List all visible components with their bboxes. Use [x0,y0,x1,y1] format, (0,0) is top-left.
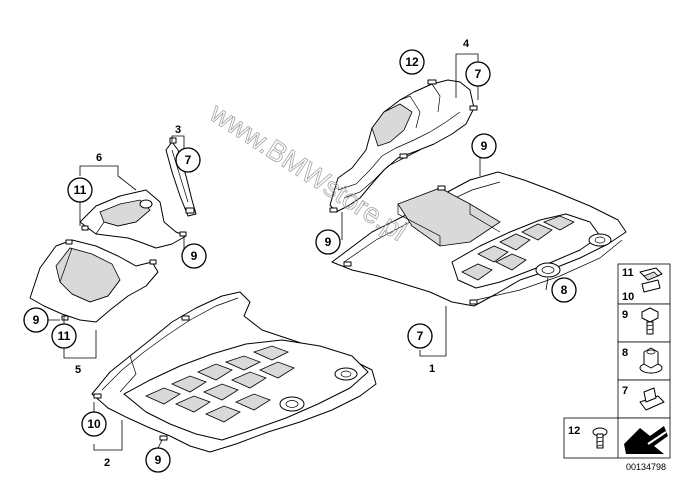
label-part-1: 1 [429,363,435,375]
callout-7-part1: 7 [407,323,433,349]
label-part-4: 4 [463,38,470,50]
part-6-heat-shield [79,189,187,249]
svg-text:11: 11 [74,183,87,197]
svg-text:9: 9 [481,139,488,153]
label-part-2: 2 [104,457,110,469]
svg-text:7: 7 [475,67,482,81]
callout-7-part4: 7 [465,61,491,87]
callout-9-part4: 9 [315,229,341,255]
part-1-underbody-panel [331,171,627,307]
legend-label-12: 12 [568,425,580,437]
legend-label-11: 11 [622,267,634,279]
hex-screw-icon [641,307,659,335]
label-part-3: 3 [175,124,181,136]
svg-text:8: 8 [561,283,568,297]
svg-text:9: 9 [325,235,332,249]
flange-nut-icon [639,347,663,374]
leader-lines [40,53,549,451]
svg-text:10: 10 [87,417,101,431]
callout-9-part3: 9 [181,243,207,269]
legend-label-9: 9 [622,309,628,321]
spring-clip-icon [639,387,665,411]
label-part-5: 5 [75,364,81,376]
callout-7-part3: 7 [175,147,201,173]
svg-text:9: 9 [33,313,40,327]
callout-10: 10 [81,411,107,437]
fastener-legend: 11 10 9 8 7 12 [563,263,671,459]
legend-label-7: 7 [622,385,628,397]
callout-11-part6: 11 [67,177,93,203]
clip-nut-icon [639,267,663,293]
direction-arrow-icon [624,426,668,454]
callout-8: 8 [551,277,577,303]
part-4-tunnel-shield [329,79,478,213]
svg-text:9: 9 [155,453,162,467]
body-screw-icon [592,427,608,449]
svg-text:9: 9 [191,249,198,263]
svg-text:11: 11 [58,329,71,343]
callout-9-part2: 9 [145,447,171,473]
svg-text:7: 7 [417,329,424,343]
svg-text:7: 7 [185,153,192,167]
part-3-bracket [165,137,197,217]
legend-label-10: 10 [622,291,634,303]
label-part-6: 6 [96,152,102,164]
legend-label-8: 8 [622,347,628,359]
svg-text:12: 12 [405,55,419,69]
part-2-underbody-panel [91,291,377,453]
part-5-heat-shield [29,239,159,323]
callout-9-top-right: 9 [471,133,497,159]
callout-9-part5: 9 [23,307,49,333]
callout-11-part5: 11 [51,323,77,349]
document-number: 00134798 [626,462,666,472]
callout-12: 12 [399,49,425,75]
